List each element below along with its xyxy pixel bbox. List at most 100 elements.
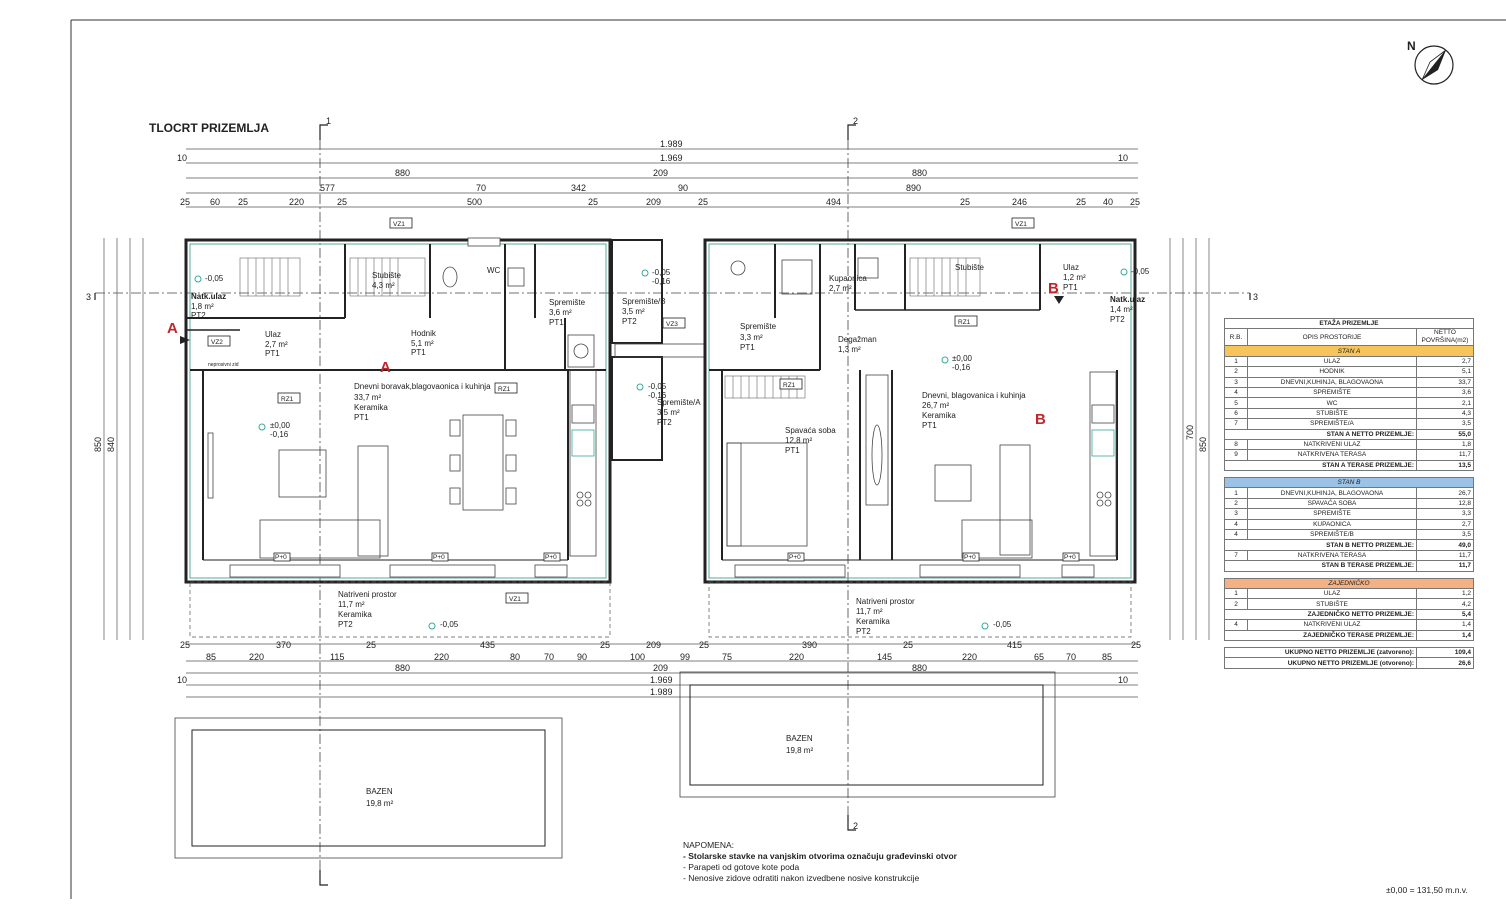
table-common: ZAJEDNIČKO xyxy=(1224,577,1474,590)
row-number: 4 xyxy=(1224,518,1248,531)
room-ulaz-b: Ulaz xyxy=(1063,263,1079,272)
room-stubiste-a: Stubište xyxy=(372,271,401,280)
dim-right-700: 700 xyxy=(1185,425,1195,440)
row-label: KUPAONICA xyxy=(1247,518,1417,531)
section-3-left-label: 3 xyxy=(86,292,91,302)
dim-top-total-1: 1.989 xyxy=(660,139,683,149)
row-label: ULAZ xyxy=(1247,355,1417,368)
row-label: NATKRIVENI ULAZ xyxy=(1247,619,1417,631)
dim-top-row4-0: 577 xyxy=(320,183,335,193)
row-area: 12,8 xyxy=(1416,497,1474,510)
dim-bot-row2-14: 70 xyxy=(1066,652,1076,662)
row-number: 5 xyxy=(1224,397,1248,409)
dim-top-row3-1: 209 xyxy=(653,168,668,178)
tag-p0-a3: P+0 xyxy=(545,554,557,561)
dim-bot-row2-6: 90 xyxy=(577,652,587,662)
dim-bot-row2-5: 70 xyxy=(544,652,554,662)
dim-bot-row2-15: 85 xyxy=(1102,652,1112,662)
table-sum-c: 5,4 xyxy=(1416,608,1474,621)
kitchen-a xyxy=(569,369,597,557)
pool-a xyxy=(174,717,563,859)
tag-vz3: VZ3 xyxy=(666,321,678,328)
level-terrace-b: -0,05 xyxy=(993,620,1012,629)
row-number: 9 xyxy=(1224,449,1248,461)
row-number: 2 xyxy=(1224,598,1248,610)
table-sum-b2-label: STAN B TERASE PRIZEMLJE: xyxy=(1224,560,1417,572)
dim-bot-row1-4: 25 xyxy=(600,640,610,650)
table-total-open: 26,6 xyxy=(1416,657,1474,669)
dim-top-edge-left: 10 xyxy=(177,153,187,163)
dim-top-row4-2: 342 xyxy=(571,183,586,193)
room-terasa-a-finish: Keramika xyxy=(338,610,372,619)
level-ext-a: -0,05 xyxy=(648,382,667,391)
table-sum-c2: 1,4 xyxy=(1416,629,1474,641)
table-sum-a-label: STAN A NETTO PRIZEMLJE: xyxy=(1224,428,1417,440)
notes-line-2: - Parapeti od gotove kote poda xyxy=(683,862,800,872)
room-terasa-a-area: 11,7 m² xyxy=(338,600,365,609)
dim-top-row5-4: 25 xyxy=(337,197,347,207)
room-terasa-b-area: 11,7 m² xyxy=(856,607,883,616)
row-area: 2,7 xyxy=(1416,518,1474,531)
tag-p0-b2: P+0 xyxy=(964,554,976,561)
pool-b xyxy=(679,671,1056,798)
room-dnevni-b-finish: Keramika xyxy=(922,411,956,420)
north-label: N xyxy=(1407,39,1416,53)
room-spavaca: Spavaća soba xyxy=(785,426,836,435)
tag-vz1-terrace: VZ1 xyxy=(509,596,521,603)
level-terrace-a: -0,05 xyxy=(440,620,459,629)
row-label: NATKRIVENI ULAZ xyxy=(1247,438,1417,451)
row-area: 33,7 xyxy=(1416,376,1474,388)
dim-top-row5-8: 25 xyxy=(698,197,708,207)
row-area: 2,7 xyxy=(1416,355,1474,368)
row-area: 2,1 xyxy=(1416,397,1474,409)
page-title: TLOCRT PRIZEMLJA xyxy=(149,121,269,135)
room-spremiste-a-ext-area: 3,5 m² xyxy=(657,408,680,417)
dim-bot-row2-3: 220 xyxy=(434,652,449,662)
row-number: 3 xyxy=(1224,376,1248,388)
dim-bot-row2-9: 75 xyxy=(722,652,732,662)
row-label: STUBIŠTE xyxy=(1247,407,1417,420)
room-stubiste-b: Stubište xyxy=(955,263,984,272)
room-hodnik: Hodnik xyxy=(411,329,437,338)
row-number: 4 xyxy=(1224,529,1248,541)
dim-top-row5-10: 25 xyxy=(960,197,970,207)
row-label: NATKRIVENA TERASA xyxy=(1247,549,1417,562)
table-col-name: OPIS PROSTORIJE xyxy=(1247,328,1417,347)
dim-bot-row1-9: 415 xyxy=(1007,640,1022,650)
table-total-closed: 109,4 xyxy=(1416,646,1474,659)
row-number: 1 xyxy=(1224,487,1248,499)
dim-bot-row2-0: 85 xyxy=(206,652,216,662)
row-label: SPREMIŠTE xyxy=(1247,508,1417,520)
room-terasa-b-finish: Keramika xyxy=(856,617,890,626)
room-ulaz-a-floor: PT1 xyxy=(265,349,280,358)
row-number: 8 xyxy=(1224,438,1248,451)
row-label: DNEVNI,KUHINJA, BLAGOVAONA xyxy=(1247,376,1417,388)
room-dnevni-b-floor: PT1 xyxy=(922,421,937,430)
row-label: ULAZ xyxy=(1247,587,1417,600)
room-wc: WC xyxy=(487,266,501,275)
table-sum-a: 55,0 xyxy=(1416,428,1474,440)
dim-bot-row1-0: 25 xyxy=(180,640,190,650)
row-area: 5,1 xyxy=(1416,366,1474,378)
dim-bot-edge-right: 10 xyxy=(1118,675,1128,685)
row-label: STUBIŠTE xyxy=(1247,598,1417,610)
room-spremiste-b: Spremište xyxy=(740,322,777,331)
dim-bot-row3-1: 209 xyxy=(653,663,668,673)
level-ext-b-2: -0,16 xyxy=(652,277,671,286)
tag-vz1-b: VZ1 xyxy=(1015,221,1027,228)
row-area: 3,5 xyxy=(1416,529,1474,541)
dim-top-row5-0: 25 xyxy=(180,197,190,207)
room-ulaz-b-area: 1,2 m² xyxy=(1063,273,1086,282)
